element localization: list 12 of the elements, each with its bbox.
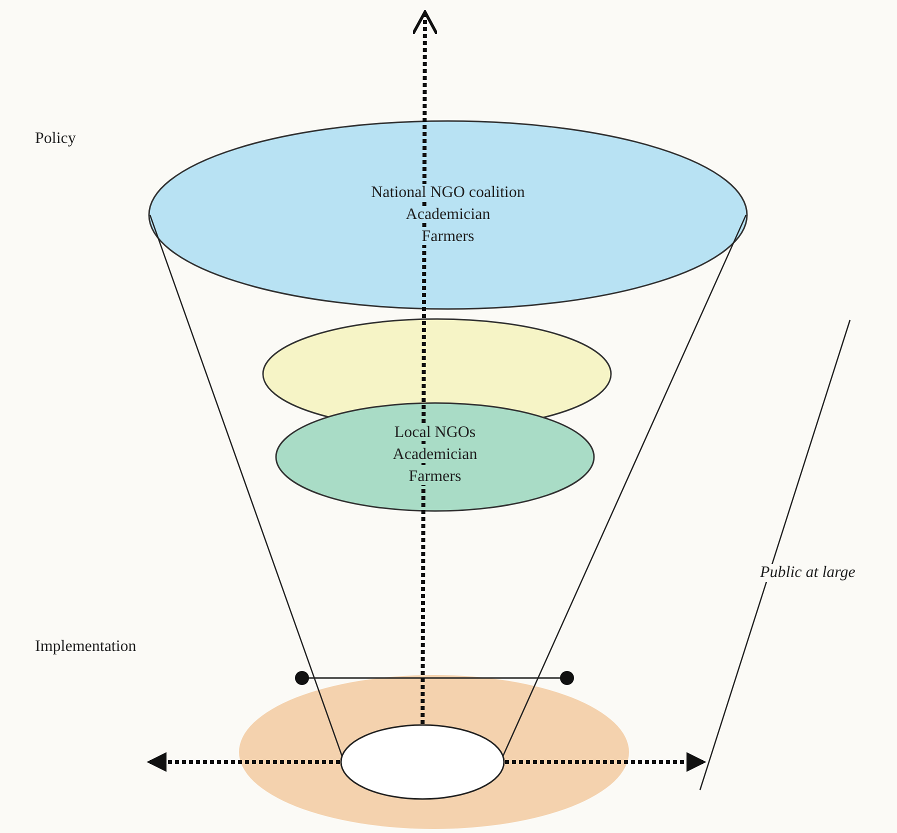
node-text: Academician xyxy=(404,206,492,223)
node-text: Farmers xyxy=(406,468,464,485)
node-text: Local NGOs xyxy=(392,424,478,441)
arrow xyxy=(411,10,438,724)
node-text: National NGO coalition xyxy=(369,184,527,201)
side-label: Implementation xyxy=(35,638,136,656)
side-label: Policy xyxy=(35,130,76,148)
node-text: Academician xyxy=(390,446,480,463)
side-label: Public at large xyxy=(760,564,856,582)
arrow xyxy=(505,752,706,772)
node-text: Farmers xyxy=(420,228,476,245)
arrow xyxy=(146,752,340,772)
